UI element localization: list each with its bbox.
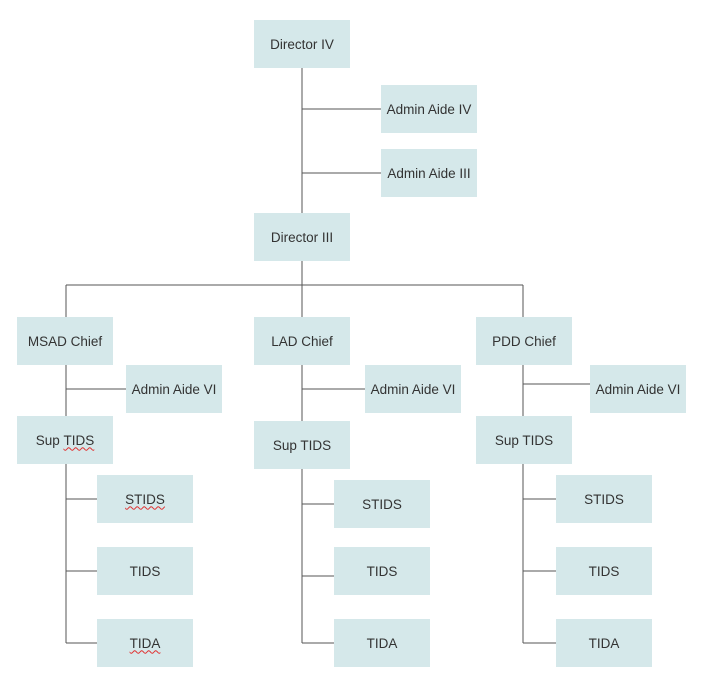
director-iii-box[interactable]: Director III	[254, 213, 350, 261]
pdd-tids-box[interactable]: TIDS	[556, 547, 652, 595]
pdd-tida-box[interactable]: TIDA	[556, 619, 652, 667]
pdd-admin-aide-vi-box[interactable]: Admin Aide VI	[590, 365, 686, 413]
msad-sup-tids-label-a: Sup	[35, 432, 64, 448]
pdd-sup-tids-box[interactable]: Sup TIDS	[476, 416, 572, 464]
lad-admin-aide-vi-box[interactable]: Admin Aide VI	[365, 365, 461, 413]
msad-admin-aide-vi-box[interactable]: Admin Aide VI	[126, 365, 222, 413]
msad-tida-box[interactable]: TIDA	[97, 619, 193, 667]
admin-aide-iv-box[interactable]: Admin Aide IV	[381, 85, 477, 133]
lad-stids-box[interactable]: STIDS	[334, 480, 430, 528]
lad-sup-tids-box[interactable]: Sup TIDS	[254, 421, 350, 469]
msad-tids-box[interactable]: TIDS	[97, 547, 193, 595]
pdd-stids-box[interactable]: STIDS	[556, 475, 652, 523]
msad-sup-tids-box[interactable]: Sup TIDS	[17, 416, 113, 464]
admin-aide-iii-box[interactable]: Admin Aide III	[381, 149, 477, 197]
lad-chief-box[interactable]: LAD Chief	[254, 317, 350, 365]
director-iv-box[interactable]: Director IV	[254, 20, 350, 68]
lad-tids-box[interactable]: TIDS	[334, 547, 430, 595]
msad-stids-label: STIDS	[125, 491, 165, 507]
lad-tida-box[interactable]: TIDA	[334, 619, 430, 667]
pdd-chief-box[interactable]: PDD Chief	[476, 317, 572, 365]
msad-tida-label: TIDA	[129, 635, 161, 651]
msad-stids-box[interactable]: STIDS	[97, 475, 193, 523]
msad-sup-tids-label-b: TIDS	[63, 432, 95, 448]
msad-chief-box[interactable]: MSAD Chief	[17, 317, 113, 365]
